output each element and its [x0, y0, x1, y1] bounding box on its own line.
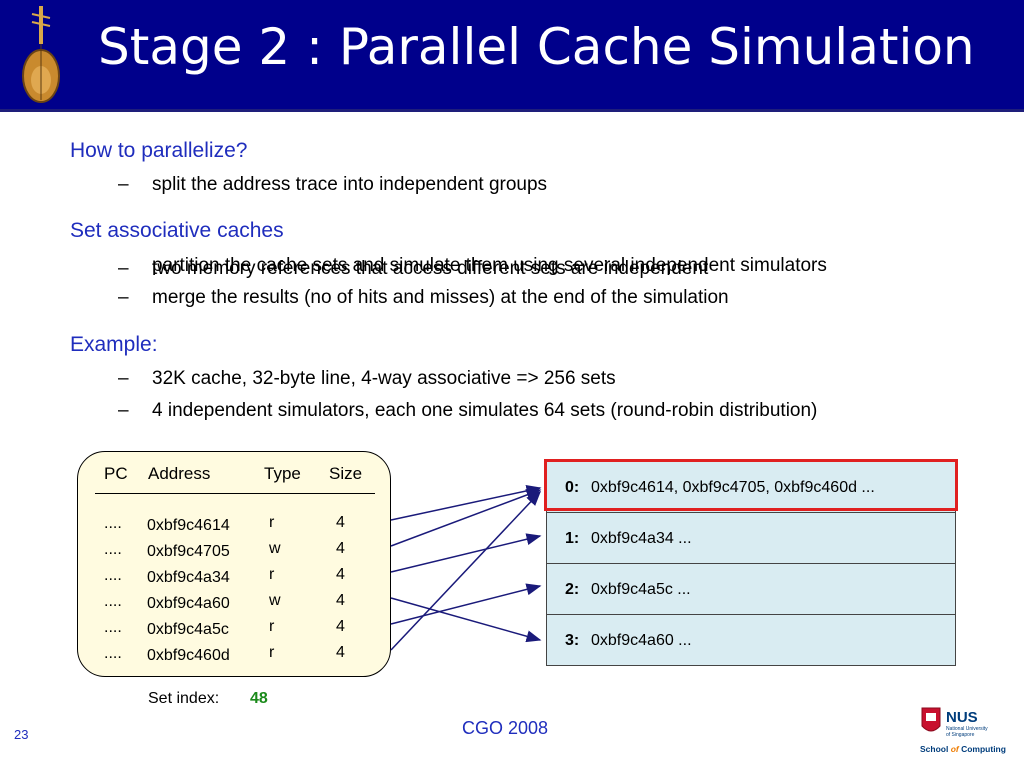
bullet-example: Example: — [70, 333, 158, 356]
simulator-0-highlight — [544, 459, 958, 511]
slide-title: Stage 2 : Parallel Cache Simulation — [98, 18, 975, 76]
bullet-how-to-parallelize: How to parallelize? — [70, 139, 248, 162]
simulator-2-box: 2: 0xbf9c4a5c ... — [546, 563, 956, 615]
arrow-row3-to-sim1 — [390, 533, 542, 573]
arrow-row6-to-sim0 — [390, 490, 542, 651]
trace-header-size: Size — [329, 464, 363, 483]
footer-text: CGO 2008 — [462, 718, 549, 738]
simulator-3-box: 3: 0xbf9c4a60 ... — [546, 614, 956, 666]
svg-text:NUS: NUS — [946, 709, 978, 726]
simulator-1-box: 1: 0xbf9c4a34 ... — [546, 512, 956, 564]
sub-bullet-simulators: –4 independent simulators, each one simu… — [118, 400, 818, 421]
set-index-value: 48 — [250, 690, 268, 707]
arrow-row4-to-sim3 — [390, 597, 542, 643]
arrow-row1-to-sim0 — [390, 484, 542, 521]
trace-header-address: Address — [148, 464, 211, 483]
arrow-row2-to-sim0 — [390, 489, 542, 547]
nus-logo-icon: NUS National University of Singapore Sch… — [920, 707, 1006, 754]
sub-bullet-split-trace: –split the address trace into independen… — [118, 174, 548, 195]
page-number: 23 — [14, 727, 29, 742]
arrow-row5-to-sim2 — [390, 583, 542, 625]
trace-header-type: Type — [264, 464, 301, 483]
sub-bullet-independent-sets: –two memory references that access diffe… — [118, 258, 709, 279]
svg-text:National University: National University — [946, 726, 988, 732]
svg-text:of Singapore: of Singapore — [946, 732, 975, 738]
pipa-instrument-icon — [22, 6, 60, 103]
trace-header-divider — [95, 493, 375, 494]
svg-text:School of Computing: School of Computing — [920, 744, 1006, 754]
sub-bullet-cache-config: –32K cache, 32-byte line, 4-way associat… — [118, 368, 616, 389]
trace-header-pc: PC — [104, 464, 128, 483]
bullet-set-associative: Set associative caches — [70, 219, 284, 242]
title-bar: Stage 2 : Parallel Cache Simulation — [0, 0, 1024, 112]
sub-bullet-partition-sets: partition the cache sets and simulate th… — [152, 255, 827, 276]
simulator-0-box: 0: 0xbf9c4614, 0xbf9c4705, 0xbf9c460d ..… — [546, 461, 956, 513]
set-index-label: Set index: — [148, 690, 220, 707]
sub-bullet-merge-results: –merge the results (no of hits and misse… — [118, 287, 729, 308]
address-trace-box — [77, 451, 391, 677]
